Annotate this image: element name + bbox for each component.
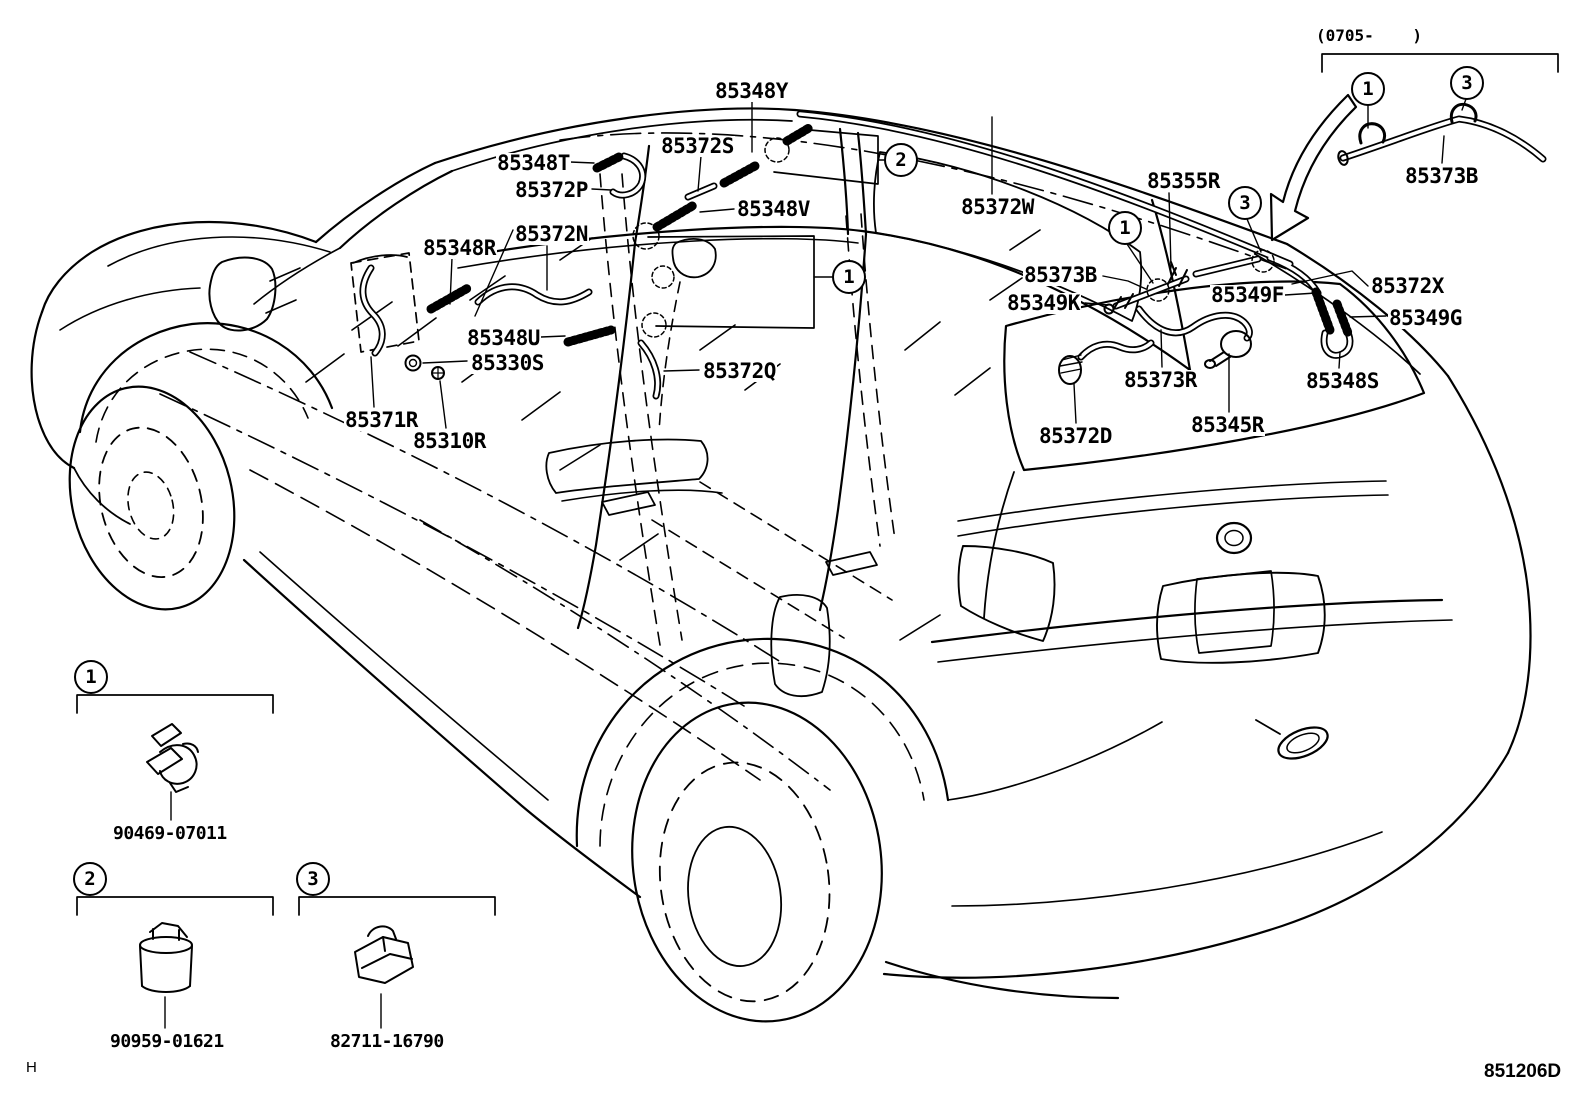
legend-part-number-2: 90959-01621: [109, 1031, 225, 1052]
legend-marker-2: 2: [73, 862, 107, 896]
part-label-85345r: 85345R: [1190, 413, 1265, 437]
callout-marker-2: 2: [884, 143, 918, 177]
car-body-lines: [30, 107, 1532, 1023]
callout-brackets: [76, 53, 1559, 916]
hidden-dashed-lines: [95, 132, 1296, 847]
clip-position-rings: [632, 137, 1275, 338]
part-label-85373b: 85373B: [1023, 263, 1098, 287]
legend-marker-3: 3: [296, 862, 330, 896]
part-label-85349k: 85349K: [1006, 291, 1081, 315]
part-label-85349g: 85349G: [1388, 306, 1463, 330]
part-label-85330s: 85330S: [470, 351, 545, 375]
part-label-85355r: 85355R: [1146, 169, 1221, 193]
part-label-85373r: 85373R: [1123, 368, 1198, 392]
part-label-85348s: 85348S: [1305, 369, 1380, 393]
callout-marker-3-rear: 3: [1228, 186, 1262, 220]
figure-code: 851206D: [1484, 1061, 1562, 1082]
callout-marker-1-inset: 1: [1351, 72, 1385, 106]
part-label-85371r: 85371R: [344, 408, 419, 432]
clip-part-1-drawing: [146, 723, 199, 793]
legend-marker-1: 1: [74, 660, 108, 694]
part-label-85372w: 85372W: [960, 195, 1035, 219]
corner-mark: H: [26, 1059, 37, 1076]
part-label-85372s: 85372S: [660, 134, 735, 158]
washer-hose-system: [359, 102, 1547, 400]
clip-part-2-drawing: [139, 922, 193, 993]
part-label-85348u: 85348U: [466, 326, 541, 350]
part-label-85372n: 85372N: [514, 222, 589, 246]
callout-marker-1-rear: 1: [1108, 211, 1142, 245]
part-label-85349f: 85349F: [1210, 283, 1285, 307]
part-label-85348r: 85348R: [422, 236, 497, 260]
part-label-85372q: 85372Q: [702, 359, 777, 383]
legend-part-number-3: 82711-16790: [329, 1031, 445, 1052]
hose-spring-protectors: [426, 123, 1353, 347]
date-range-note: (0705- ): [1316, 26, 1422, 45]
part-label-85348t: 85348T: [496, 151, 571, 175]
part-label-85372d: 85372D: [1038, 424, 1113, 448]
part-label-85348y: 85348Y: [714, 79, 789, 103]
hose-fittings: [404, 102, 1478, 385]
part-label-85372x: 85372X: [1370, 274, 1445, 298]
leader-lines: [164, 98, 1467, 1029]
inset-reference-arrow: [1269, 93, 1358, 242]
part-label-85372p: 85372P: [514, 178, 589, 202]
part-label-85373b-inset: 85373B: [1404, 164, 1479, 188]
part-label-85310r: 85310R: [412, 429, 487, 453]
callout-marker-3-inset: 3: [1450, 66, 1484, 100]
part-label-85348v: 85348V: [736, 197, 811, 221]
callout-marker-1: 1: [832, 260, 866, 294]
clip-part-3-drawing: [354, 925, 414, 984]
legend-part-number-1: 90469-07011: [112, 823, 228, 844]
